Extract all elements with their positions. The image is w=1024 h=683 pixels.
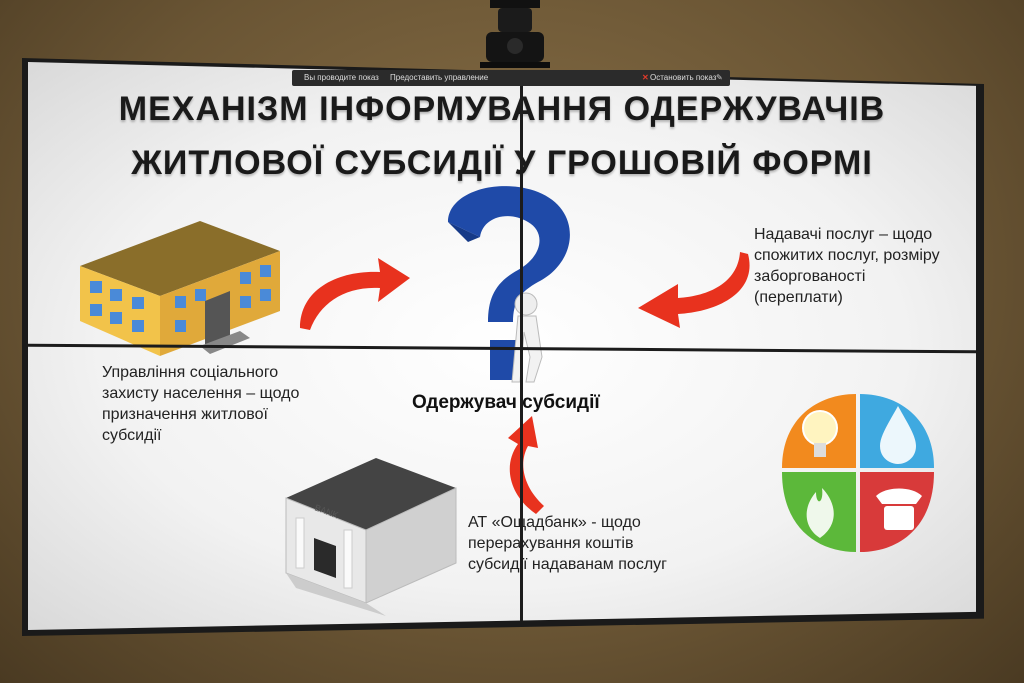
arrow-icon bbox=[508, 416, 544, 514]
bank-text: АТ «Ощадбанк» - щодо перерахування кошті… bbox=[468, 514, 667, 573]
light-bulb-icon bbox=[802, 410, 838, 457]
arrow-icon bbox=[300, 258, 410, 330]
title-line-2: ЖИТЛОВОЇ СУБСИДІЇ У ГРОШОВІЙ ФОРМІ bbox=[131, 144, 873, 182]
recipient-label: Одержувач субсидії bbox=[412, 392, 600, 413]
slide-panel: МЕХАНІЗМ ІНФОРМУВАННЯ ОДЕРЖУВАЧІВ ЖИТЛОВ… bbox=[28, 62, 976, 630]
arrow-icon bbox=[638, 252, 750, 328]
camera-icon bbox=[480, 0, 550, 68]
providers-text: Надавачі послуг – щодо спожитих послуг, … bbox=[754, 226, 940, 306]
pin-icon[interactable]: ✎ bbox=[716, 73, 723, 82]
school-building-icon bbox=[80, 221, 280, 356]
bank-building-icon: BANK bbox=[285, 458, 457, 616]
social-protection-text: Управління соціального захисту населення… bbox=[102, 364, 300, 444]
stop-presentation-button[interactable]: Остановить показ bbox=[650, 73, 717, 82]
close-icon[interactable]: ✕ bbox=[642, 73, 649, 82]
utilities-icon-group bbox=[782, 394, 934, 552]
presentation-toolbar: Вы проводите показ Предоставить управлен… bbox=[292, 70, 730, 86]
give-control-button[interactable]: Предоставить управление bbox=[390, 73, 489, 82]
screen-seam-vertical bbox=[520, 62, 523, 630]
showing-status-label: Вы проводите показ bbox=[304, 73, 379, 82]
title-line-1: МЕХАНІЗМ ІНФОРМУВАННЯ ОДЕРЖУВАЧІВ bbox=[118, 90, 886, 128]
question-mark-icon bbox=[448, 186, 570, 383]
